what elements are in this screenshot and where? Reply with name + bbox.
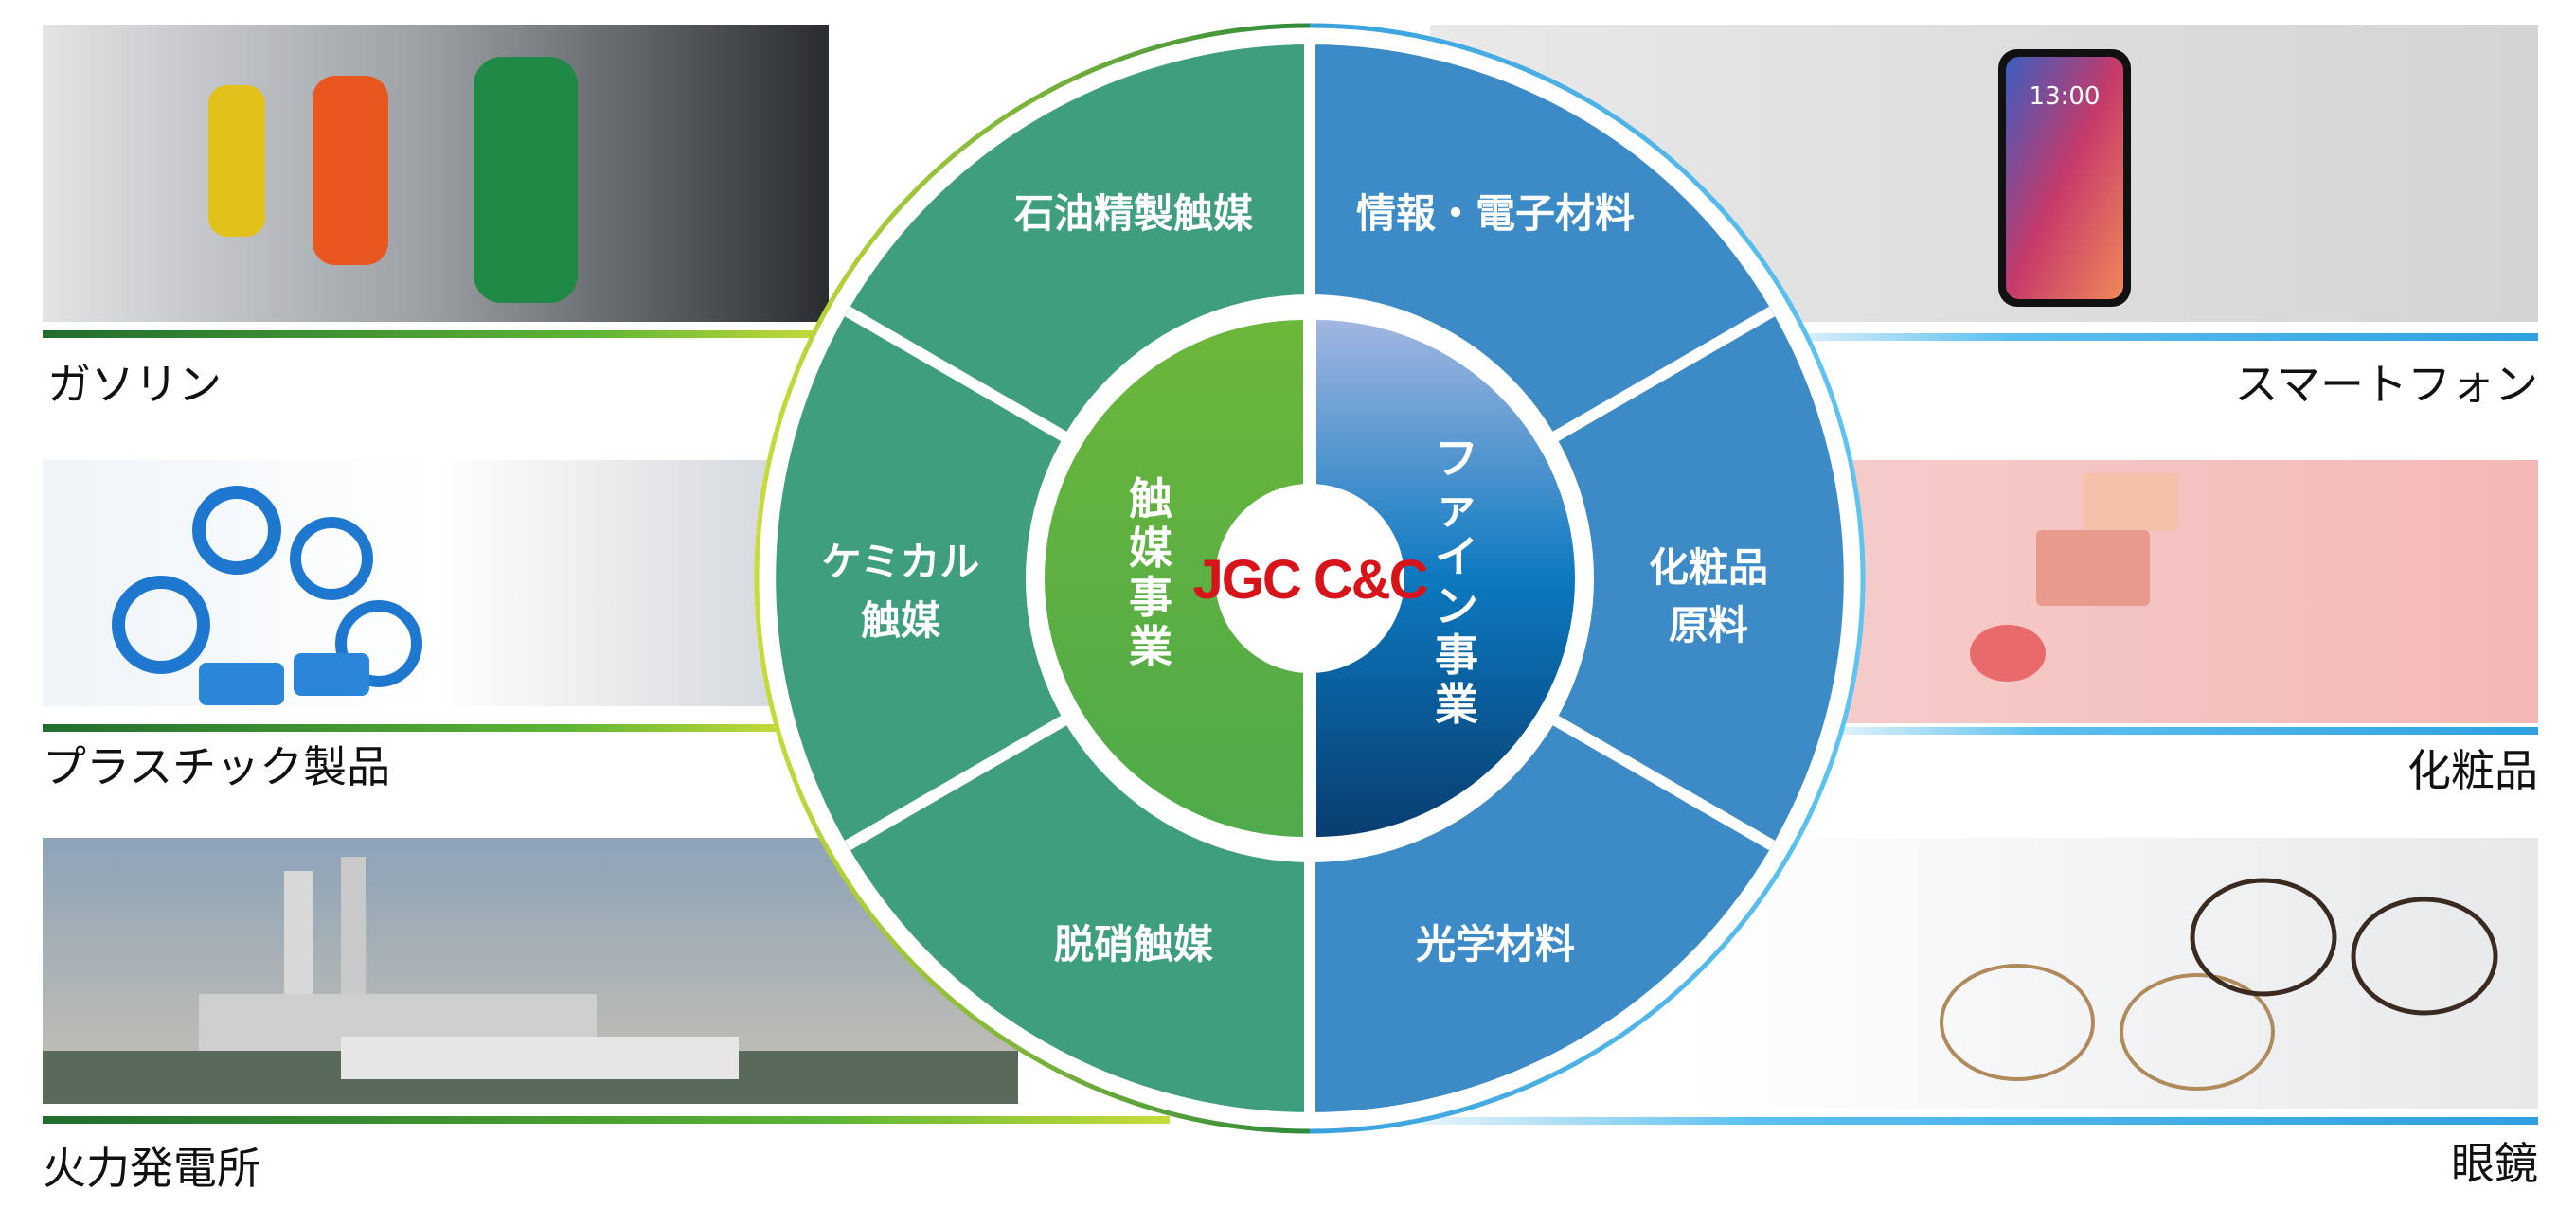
core-char: イ [1435,531,1478,582]
core-char: 事 [1435,630,1478,681]
catalyst-business-core [1045,320,1303,837]
application-label-gasoline: ガソリン [47,359,222,410]
segment-petroleum-refining-catalyst: 石油精製触媒 [1014,190,1254,237]
core-char: フ [1435,433,1478,484]
core-char: 媒 [1129,523,1173,574]
eyeglasses-divider [1421,1117,2538,1125]
power-plant-divider [43,1116,1170,1124]
jgc-cc-logo: JGC C&C [1192,549,1427,611]
application-label-cosmetics: 化粧品 [2407,745,2538,796]
smartphone-divider [1780,333,2538,341]
eyeglasses-photo [1686,838,2538,1109]
core-char: ァ [1435,482,1478,533]
gasoline-divider [43,330,829,338]
segment-cosmetic-ingredients-line1: 化粧品 [1649,544,1768,591]
logo-disc [1215,484,1404,673]
application-label-eyeglasses: 眼鏡 [2451,1138,2538,1189]
core-char: ン [1435,580,1478,631]
plastic-bottles-photo [43,460,829,706]
application-label-power-plant: 火力発電所 [43,1143,260,1194]
segment-chemical-catalyst-line2: 触媒 [861,597,941,644]
business-wheel: JGC C&C [754,23,1866,1134]
power-plant-photo [43,838,1018,1104]
segment-optical-materials: 光学材料 [1416,921,1575,968]
application-label-smartphone: スマートフォン [2234,359,2538,410]
segment-denox-catalyst: 脱硝触媒 [1054,921,1214,968]
fine-business-label: フ ァ イ ン 事 業 [1435,433,1478,730]
svg-text:13:00: 13:00 [2030,82,2101,111]
gasoline-pumps-photo [43,25,829,322]
application-label-plastic: プラスチック製品 [43,741,390,792]
plastic-divider [43,724,791,732]
segment-chemical-catalyst-line1: ケミカル [822,539,980,585]
segment-electronic-materials: 情報・電子材料 [1356,190,1635,237]
fine-business-core [1316,320,1575,837]
core-char: 事 [1129,572,1172,623]
cosmetics-divider [1828,727,2538,735]
catalyst-business-label: 触 媒 事 業 [1129,473,1173,672]
segment-cosmetic-ingredients-line2: 原料 [1669,602,1748,648]
core-char: 触 [1129,473,1172,524]
core-char: 業 [1435,679,1478,730]
core-char: 業 [1129,621,1172,672]
